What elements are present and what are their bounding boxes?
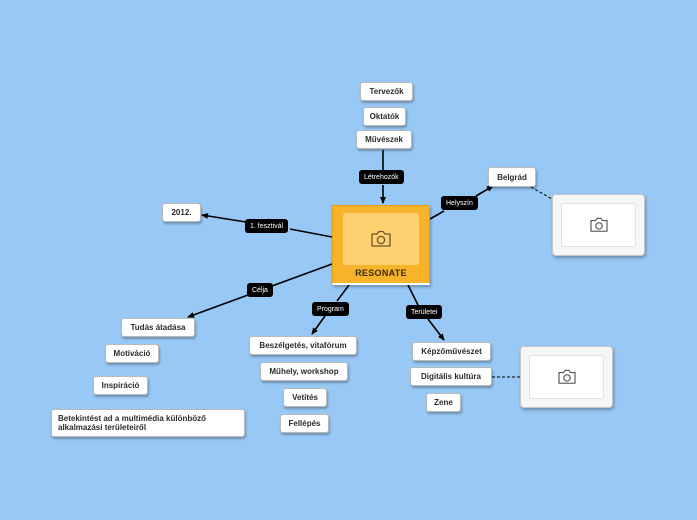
node-beszelgetes[interactable]: Beszélgetés, vitafórum (249, 336, 357, 355)
node-muveszek[interactable]: Művészek (356, 130, 412, 149)
node-tervezok[interactable]: Tervezők (360, 82, 413, 101)
label-teruletei[interactable]: Területei (406, 305, 443, 319)
node-digitalis-kultura[interactable]: Digitális kultúra (410, 367, 492, 386)
image-placeholder (529, 355, 604, 399)
node-betekintes[interactable]: Betekintést ad a multimédia különböző al… (51, 409, 245, 437)
node-belgrad[interactable]: Belgrád (488, 167, 536, 187)
camera-icon (557, 369, 576, 384)
label-helyszin[interactable]: Helyszín (441, 196, 478, 210)
camera-icon (589, 217, 608, 232)
camera-icon (371, 230, 391, 247)
node-year[interactable]: 2012. (162, 203, 201, 222)
node-kepzomuveszet[interactable]: Képzőművészet (412, 342, 491, 361)
node-motivacio[interactable]: Motiváció (105, 344, 159, 363)
central-topic-title: RESONATE (355, 268, 407, 278)
label-fesztival[interactable]: 1. fesztivál (245, 219, 289, 233)
label-letrehozok[interactable]: Létrehozók (359, 170, 404, 184)
node-muhely[interactable]: Műhely, workshop (260, 362, 348, 381)
label-celja[interactable]: Célja (247, 283, 273, 297)
central-image-placeholder (343, 213, 419, 265)
image-placeholder (561, 203, 636, 247)
image-node-venue[interactable] (552, 194, 645, 256)
node-inspiracio[interactable]: Inspiráció (93, 376, 148, 395)
node-fellepes[interactable]: Fellépés (280, 414, 329, 433)
node-zene[interactable]: Zene (426, 393, 461, 412)
node-vetites[interactable]: Vetítés (283, 388, 327, 407)
node-oktatok[interactable]: Oktatók (363, 107, 406, 126)
node-tudas-atadasa[interactable]: Tudás átadása (121, 318, 195, 337)
image-node-areas[interactable] (520, 346, 613, 408)
label-program[interactable]: Program (312, 302, 349, 316)
central-topic-resonate[interactable]: RESONATE (332, 205, 430, 285)
